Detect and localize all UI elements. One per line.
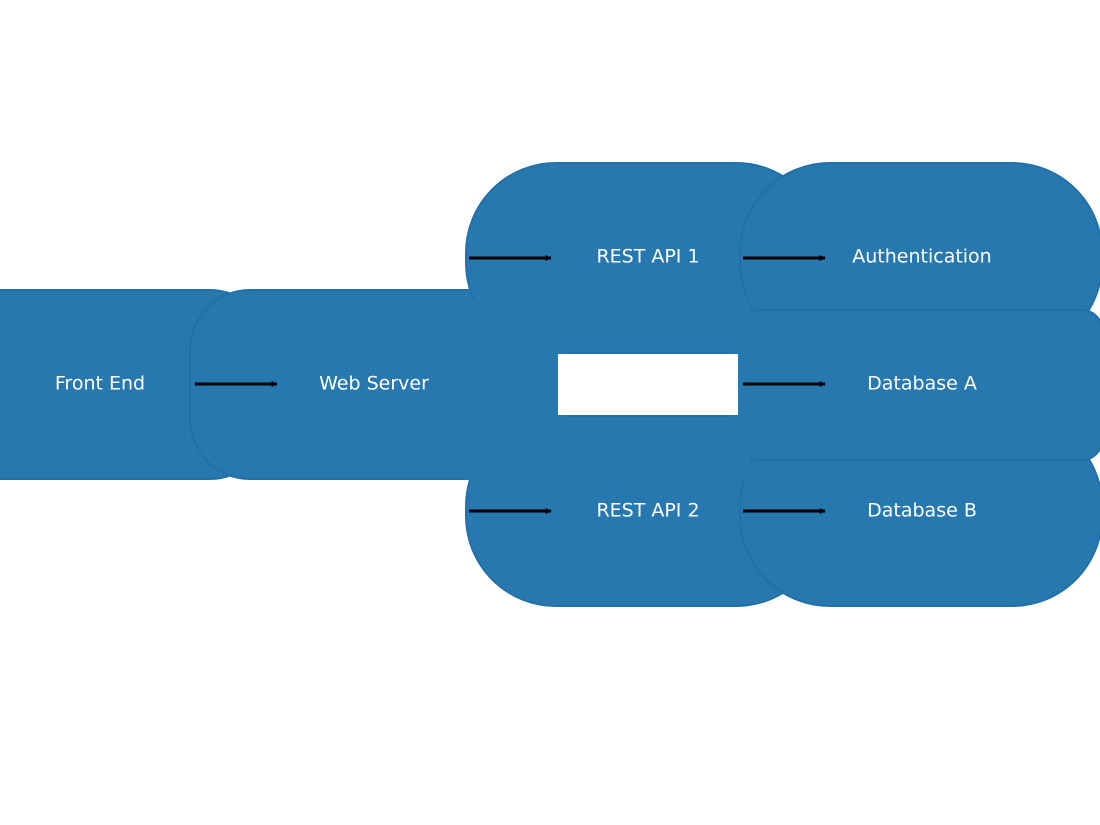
database-b-label: Database B (867, 500, 977, 522)
edges (195, 255, 826, 514)
database-a-label: Database A (867, 373, 977, 395)
front-end-label: Front End (55, 373, 145, 395)
authentication-label: Authentication (852, 246, 991, 268)
rest-api-1-label: REST API 1 (596, 246, 699, 268)
node-labels: Front End Web Server REST API 1 REST API… (55, 246, 992, 522)
web-server-label: Web Server (319, 373, 429, 395)
rest-api-bridge (466, 300, 566, 480)
node-shapes (0, 162, 1100, 607)
white-gap (558, 354, 738, 415)
rest-api-2-label: REST API 2 (596, 500, 699, 522)
rest-api-bridge-right (730, 300, 750, 480)
